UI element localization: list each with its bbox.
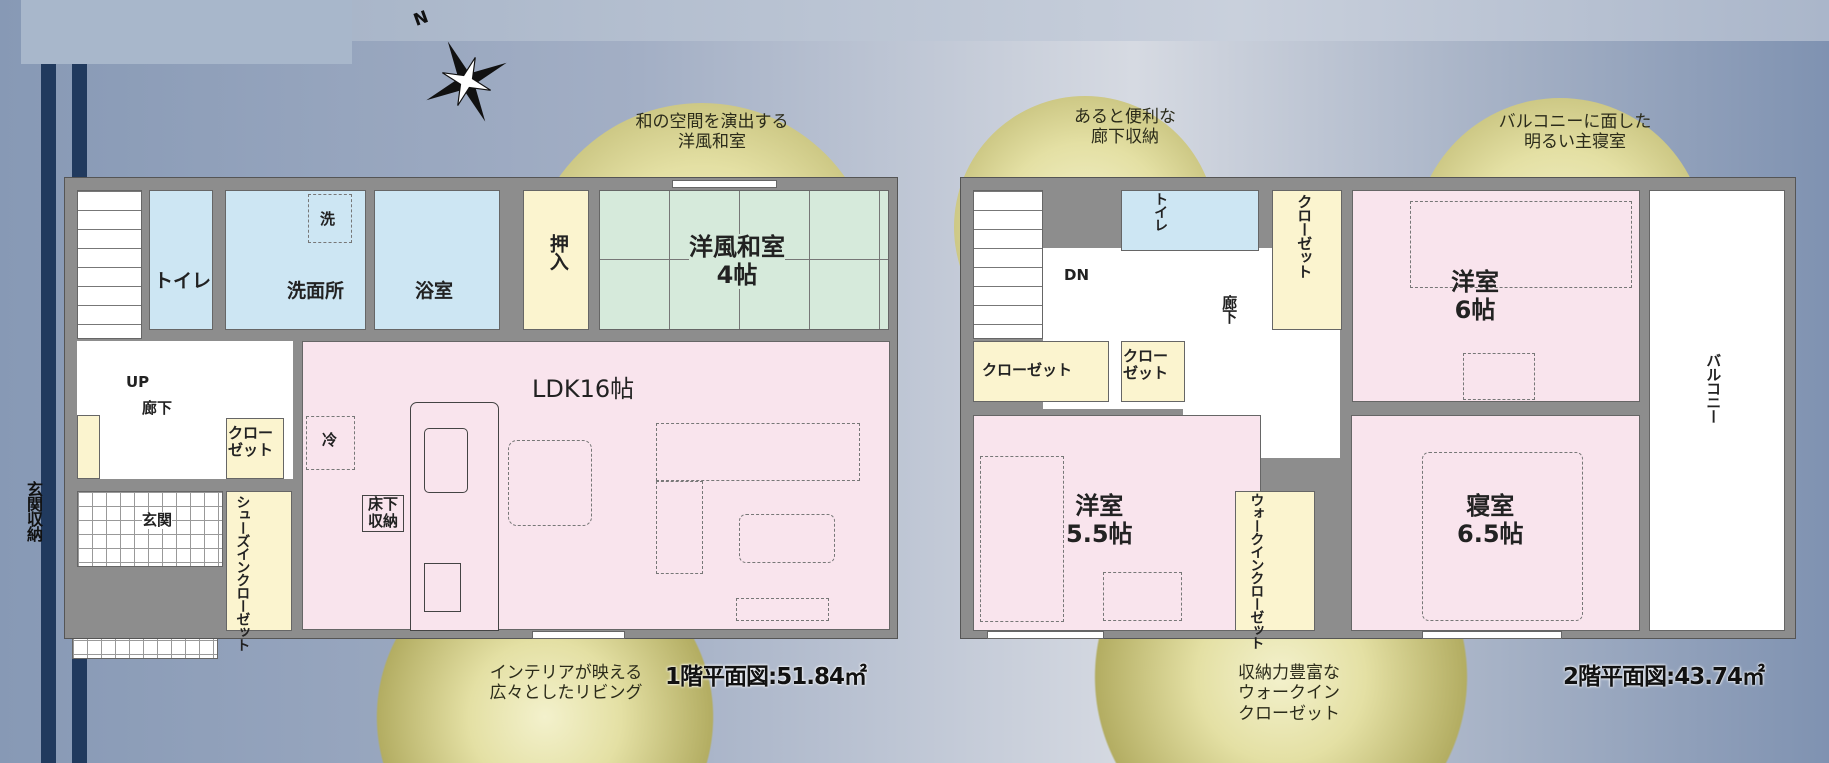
room-label: 押入 (546, 234, 569, 270)
callout-living: インテリアが映える広々としたリビング (489, 663, 643, 704)
room-label: クロー ゼット (1123, 347, 1169, 383)
room-label: クロー ゼット (228, 424, 274, 460)
room-walk-in-closet (1235, 491, 1315, 631)
compass-icon (426, 41, 507, 122)
room-label: トイレ (1152, 192, 1169, 231)
room-closet (226, 418, 284, 479)
room-washitsu (599, 190, 889, 330)
callout-master: バルコニーに面した明るい主寝室 (1498, 112, 1652, 153)
room-western-6 (1352, 190, 1640, 402)
room-label: シューズインクローゼット (234, 495, 251, 651)
tv-stand (736, 598, 829, 621)
room-label: 洗面所 (287, 280, 345, 302)
room-toilet (1121, 190, 1259, 251)
room-label: トイレ (154, 270, 212, 292)
coffee-table (739, 514, 835, 563)
desk (1103, 572, 1182, 621)
room-label: 浴室 (415, 280, 454, 302)
bed (980, 456, 1064, 622)
room-label: 廊下 (142, 399, 173, 417)
room-washroom (225, 190, 366, 330)
dining-table (508, 440, 592, 526)
stove (424, 563, 461, 612)
window (672, 180, 777, 188)
stairs (973, 190, 1043, 339)
room-label: クローゼット (982, 361, 1073, 379)
room-shoes-closet (226, 491, 292, 631)
underfloor-storage: 床下 収納 (362, 495, 404, 532)
floor2-title: 2階平面図:43.74㎡ (1563, 664, 1765, 690)
room-closet (973, 341, 1109, 402)
room-label: クローゼット (1295, 194, 1314, 278)
callout-hall-storage: あると便利な廊下収納 (1074, 107, 1176, 148)
room-label: ウォークインクローゼット (1248, 493, 1265, 649)
top-box (21, 0, 352, 64)
room-ldk (302, 341, 890, 630)
desk (1463, 353, 1535, 400)
room-closet (1272, 190, 1342, 330)
sink (424, 428, 468, 493)
fridge-label: 冷 (322, 431, 338, 449)
bed (1410, 201, 1632, 288)
stairs (77, 190, 142, 339)
stairs-up-label: UP (126, 373, 150, 391)
sofa (656, 423, 860, 481)
genkan-storage-label: 玄関収納 (24, 481, 43, 541)
room-label: 廊下 (1220, 295, 1239, 323)
washer-label: 洗 (320, 210, 336, 228)
road-line (41, 64, 56, 763)
stairs-down-label: DN (1064, 266, 1090, 284)
sofa (656, 481, 703, 574)
callout-wic: 収納力豊富なウォークインクローゼット (1238, 663, 1340, 724)
room-closet (1121, 341, 1185, 402)
callout-washitsu: 和の空間を演出する洋風和室 (635, 112, 789, 153)
floor1-title: 1階平面図:51.84㎡ (665, 664, 867, 690)
window (1422, 631, 1562, 639)
balcony (1649, 190, 1785, 631)
bed (1422, 452, 1583, 621)
room-western-5-5 (973, 415, 1261, 631)
window (532, 631, 625, 639)
fridge-space (306, 416, 355, 470)
washer-space (308, 194, 352, 243)
top-band (350, 0, 1829, 41)
room-oshiire (523, 190, 589, 330)
room-toilet (149, 190, 213, 330)
room-label: バルコニー (1704, 353, 1723, 423)
room-label: 玄関 (142, 511, 173, 530)
room-bath (374, 190, 500, 330)
closet-small (77, 415, 100, 479)
room-label: LDK16帖 (532, 375, 635, 403)
window (987, 631, 1104, 639)
